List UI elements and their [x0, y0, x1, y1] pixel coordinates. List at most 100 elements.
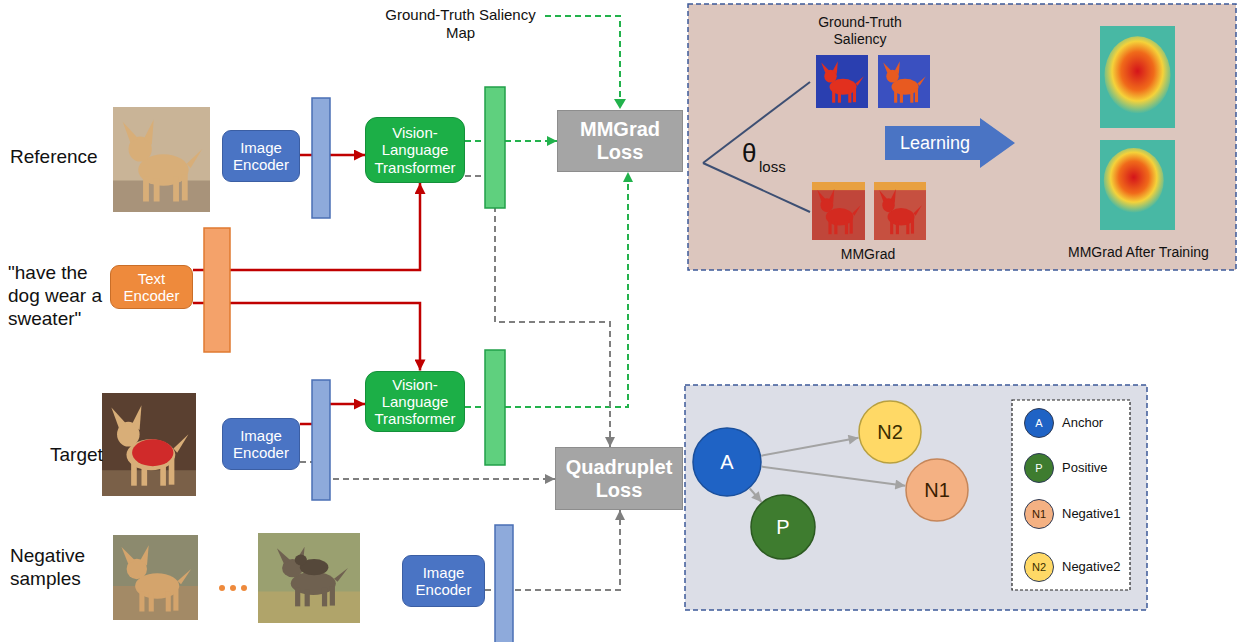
trained-heatmaps [1100, 26, 1175, 230]
node-text-block: Vision-Language Transformer [370, 376, 460, 428]
loss-box: MMGrad Loss [557, 110, 683, 172]
feature-vectors-part [312, 380, 330, 500]
mmgrad-thumbnails-part [812, 182, 865, 240]
mmgrad-thumbnails-part [874, 182, 926, 240]
ground-truth-leader [545, 16, 626, 109]
trained-heatmaps-part [1100, 26, 1175, 128]
negative-photo [113, 535, 198, 620]
input-label: Ground-Truth Saliency Map [378, 6, 543, 42]
node-label: Learning [889, 133, 981, 154]
panel-caption: MMGrad After Training [1068, 244, 1209, 261]
node-label: MMGrad Loss [562, 118, 678, 164]
target-photo-part-part [102, 470, 196, 496]
negative-circle: N1 [905, 458, 969, 522]
target-photo-part-part [111, 405, 188, 485]
encoder-box: Image Encoder [222, 130, 300, 182]
loss-box: Quadruplet Loss [555, 447, 683, 510]
mmgrad-thumbnails-part-part [812, 182, 865, 240]
learning-arrow: Learning [885, 118, 1015, 168]
positive-circle-shape [751, 495, 815, 559]
target-photo-part-part [102, 393, 196, 496]
node-label: Image Encoder [227, 427, 295, 462]
ground-truth-thumbnails-part [878, 55, 930, 108]
mmgrad-thumbnails-part-part [874, 182, 926, 240]
legend-letter: N1 [1032, 508, 1046, 520]
legend-text: Anchor [1062, 415, 1103, 430]
feature-vectors-part [312, 98, 330, 218]
feature-vectors [204, 87, 513, 642]
ground-truth-thumbnails-part-part [816, 55, 868, 108]
negative-photo-part [113, 535, 198, 620]
mmgrad-thumbnails-part-part [874, 182, 926, 190]
legend-letter: P [1035, 462, 1042, 474]
angle-lines [703, 82, 810, 212]
reference-photo-part [113, 107, 210, 212]
ground-truth-thumbnails-part-part [883, 61, 926, 102]
negative-photo-part-part [277, 547, 348, 607]
quadruplet-panel-part [1012, 400, 1130, 590]
row-label: Negative samples [10, 545, 105, 591]
angle-subscript: loss [759, 158, 786, 176]
mmgrad-thumbnails-part-part [817, 189, 860, 234]
trained-heatmaps-part-part [1105, 36, 1171, 114]
anchor-circle-shape [693, 428, 761, 496]
legend-swatch: A [1024, 408, 1054, 438]
node-text-block: Image Encoder [227, 427, 295, 462]
row-label: Target [50, 444, 103, 467]
node-label: Text Encoder [115, 270, 188, 305]
instruction-text: "have the dog wear a sweater" [8, 262, 106, 330]
legend-text: Positive [1062, 460, 1108, 475]
learning-arrow-shape [885, 118, 1015, 168]
trained-heatmaps-part-part [1104, 148, 1164, 213]
node-label: Image Encoder [227, 139, 295, 174]
node-label: Vision-Language Transformer [370, 376, 460, 428]
ellipsis-dots [219, 585, 247, 591]
feature-vectors-part [485, 350, 505, 465]
trained-heatmaps-part-part [1100, 26, 1175, 128]
negative-photo-part-part [258, 533, 360, 623]
node-text-block: Quadruplet Loss [560, 456, 678, 502]
angle-lines-part [703, 163, 810, 212]
legend-swatch: N2 [1024, 552, 1054, 582]
node-text-block: Image Encoder [407, 564, 480, 599]
node-text-block: A [696, 451, 758, 474]
panel-caption: MMGrad [828, 246, 908, 263]
connector [465, 140, 557, 142]
panel-caption: Ground-Truth Saliency [790, 14, 930, 48]
mmgrad-thumbnails-part-part [879, 189, 922, 234]
ellipsis-dots-part [219, 585, 225, 591]
negative-circle-shape [859, 401, 921, 463]
transformer-box: Vision-Language Transformer [365, 371, 465, 433]
encoder-box: Image Encoder [222, 418, 300, 470]
target-photo-part [102, 393, 196, 496]
anchor-circle: A [692, 427, 762, 497]
node-label: Quadruplet Loss [560, 456, 678, 502]
legend-text: Negative2 [1062, 559, 1121, 574]
transformer-box: Vision-Language Transformer [365, 117, 465, 183]
node-text-block: Vision-Language Transformer [370, 124, 460, 176]
feature-vectors-part [495, 525, 513, 642]
target-photo [102, 393, 196, 496]
connector [300, 154, 365, 157]
negative-photo-part-part [122, 545, 192, 611]
mmgrad-thumbnails [812, 182, 926, 240]
node-label: A [696, 451, 758, 474]
negative-photo [258, 533, 360, 623]
negative-photo-part-part [295, 555, 307, 566]
legend-letter: N2 [1032, 561, 1046, 573]
feature-vectors-part [204, 228, 230, 352]
saliency-panel-part [688, 4, 1236, 270]
connector [750, 489, 762, 503]
quadruplet-panel-part [685, 385, 1147, 610]
node-label: Vision-Language Transformer [370, 124, 460, 176]
node-text-block: MMGrad Loss [562, 118, 678, 164]
feature-vectors-part [485, 87, 505, 208]
node-text-block: P [754, 516, 812, 539]
ground-truth-thumbnails-part-part [878, 55, 930, 108]
positive-circle: P [750, 494, 816, 560]
ground-truth-leader-part [545, 16, 620, 100]
legend-text: Negative1 [1062, 506, 1121, 521]
connector [300, 462, 555, 479]
encoder-box: Image Encoder [402, 555, 485, 607]
negative-photo-part [258, 533, 360, 623]
